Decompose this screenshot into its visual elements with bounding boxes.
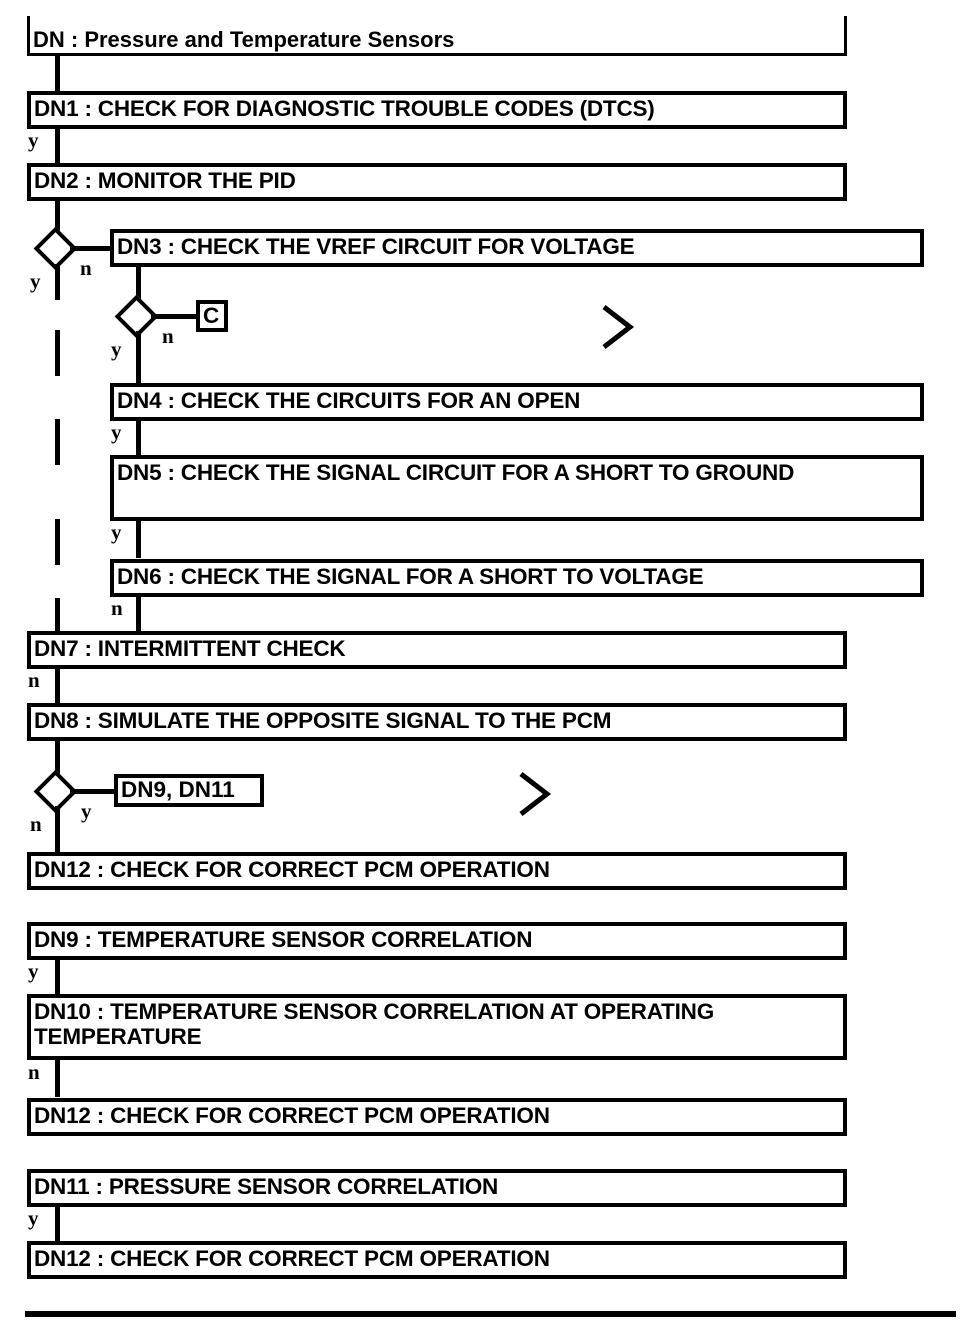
- connector-dn3-to-decision2: [136, 265, 141, 300]
- chevron-right-icon-1: [602, 305, 635, 349]
- branch-label-decision3-yes: y: [81, 799, 92, 823]
- chart-title-box: DN : Pressure and Temperature Sensors: [27, 16, 847, 56]
- connector-decision2-no-to-tag-c: [151, 314, 197, 319]
- step-label-dn6: DN6 : CHECK THE SIGNAL FOR A SHORT TO VO…: [117, 564, 704, 589]
- step-box-dn6[interactable]: DN6 : CHECK THE SIGNAL FOR A SHORT TO VO…: [110, 559, 924, 597]
- connector-decision1-no-to-dn3: [70, 246, 114, 251]
- step-box-dn2[interactable]: DN2 : MONITOR THE PID: [27, 163, 847, 201]
- branch-label-decision2-yes: y: [111, 337, 122, 361]
- branch-label-decision3-no: n: [30, 812, 42, 836]
- branch-label-dn6-no: n: [111, 596, 123, 620]
- connector-decision1-yes-stub: [55, 264, 60, 300]
- step-label-dn2: DN2 : MONITOR THE PID: [34, 168, 296, 193]
- step-label-dn1: DN1 : CHECK FOR DIAGNOSTIC TROUBLE CODES…: [34, 96, 655, 121]
- step-box-dn12-a[interactable]: DN12 : CHECK FOR CORRECT PCM OPERATION: [27, 852, 847, 890]
- step-label-dn5: DN5 : CHECK THE SIGNAL CIRCUIT FOR A SHO…: [117, 460, 795, 485]
- connector-dn6-to-dn7: [136, 595, 141, 632]
- step-label-dn7: DN7 : INTERMITTENT CHECK: [34, 636, 346, 661]
- step-box-dn11[interactable]: DN11 : PRESSURE SENSOR CORRELATION: [27, 1169, 847, 1207]
- branch-label-decision1-yes: y: [30, 269, 41, 293]
- branch-label-dn7-no: n: [28, 668, 40, 692]
- step-label-dn4: DN4 : CHECK THE CIRCUITS FOR AN OPEN: [117, 388, 581, 413]
- branch-label-dn9-yes: y: [28, 959, 39, 983]
- step-box-dn3[interactable]: DN3 : CHECK THE VREF CIRCUIT FOR VOLTAGE: [110, 229, 924, 267]
- connector-decision3-no-to-dn12a: [55, 806, 60, 853]
- connector-dn4-to-dn5: [136, 419, 141, 457]
- step-box-dn5[interactable]: DN5 : CHECK THE SIGNAL CIRCUIT FOR A SHO…: [110, 455, 924, 521]
- connector-dn2-to-decision1: [55, 199, 60, 232]
- connector-dn9-to-dn10: [55, 958, 60, 996]
- step-box-dn7[interactable]: DN7 : INTERMITTENT CHECK: [27, 631, 847, 669]
- step-label-dn12-a: DN12 : CHECK FOR CORRECT PCM OPERATION: [34, 857, 550, 882]
- branch-label-dn4-yes: y: [111, 420, 122, 444]
- footer-divider: [25, 1311, 956, 1317]
- page-title: DN : Pressure and Temperature Sensors: [33, 26, 455, 52]
- branch-label-dn10-no: n: [28, 1060, 40, 1084]
- tag-box-c[interactable]: C: [196, 300, 228, 332]
- tag-label-c: C: [203, 302, 220, 328]
- trunk-dash-1: [55, 330, 60, 376]
- branch-label-decision2-no: n: [162, 324, 174, 348]
- branch-label-dn5-yes: y: [111, 520, 122, 544]
- step-label-dn8: DN8 : SIMULATE THE OPPOSITE SIGNAL TO TH…: [34, 708, 612, 733]
- branch-label-decision1-no: n: [80, 256, 92, 280]
- step-label-dn12-b: DN12 : CHECK FOR CORRECT PCM OPERATION: [34, 1103, 550, 1128]
- step-label-dn10: DN10 : TEMPERATURE SENSOR CORRELATION AT…: [34, 999, 715, 1050]
- connector-title-to-dn1: [55, 54, 60, 94]
- step-label-dn12-c: DN12 : CHECK FOR CORRECT PCM OPERATION: [34, 1246, 550, 1271]
- trunk-dash-4: [55, 598, 60, 632]
- connector-dn10-to-dn12b: [55, 1058, 60, 1097]
- trunk-dash-2: [55, 419, 60, 465]
- connector-decision3-yes-to-tag-dn9dn11: [70, 789, 116, 794]
- step-box-dn10[interactable]: DN10 : TEMPERATURE SENSOR CORRELATION AT…: [27, 994, 847, 1060]
- tag-box-dn9-dn11[interactable]: DN9, DN11: [114, 774, 264, 807]
- connector-dn11-to-dn12c: [55, 1205, 60, 1243]
- step-label-dn9: DN9 : TEMPERATURE SENSOR CORRELATION: [34, 927, 533, 952]
- branch-label-dn11-yes: y: [28, 1206, 39, 1230]
- connector-dn1-to-dn2: [55, 127, 60, 165]
- step-box-dn9[interactable]: DN9 : TEMPERATURE SENSOR CORRELATION: [27, 922, 847, 960]
- step-box-dn4[interactable]: DN4 : CHECK THE CIRCUITS FOR AN OPEN: [110, 383, 924, 421]
- step-box-dn8[interactable]: DN8 : SIMULATE THE OPPOSITE SIGNAL TO TH…: [27, 703, 847, 741]
- step-label-dn11: DN11 : PRESSURE SENSOR CORRELATION: [34, 1174, 499, 1199]
- branch-label-dn1-yes: y: [28, 128, 39, 152]
- step-label-dn3: DN3 : CHECK THE VREF CIRCUIT FOR VOLTAGE: [117, 234, 635, 259]
- step-box-dn12-c[interactable]: DN12 : CHECK FOR CORRECT PCM OPERATION: [27, 1241, 847, 1279]
- trunk-dash-3: [55, 519, 60, 565]
- chevron-right-icon-2: [519, 772, 552, 816]
- connector-decision2-yes-to-dn4: [136, 331, 141, 384]
- step-box-dn12-b[interactable]: DN12 : CHECK FOR CORRECT PCM OPERATION: [27, 1098, 847, 1136]
- tag-label-dn9-dn11: DN9, DN11: [121, 777, 235, 803]
- connector-dn8-to-decision3: [55, 739, 60, 775]
- connector-dn7-to-dn8: [55, 667, 60, 705]
- step-box-dn1[interactable]: DN1 : CHECK FOR DIAGNOSTIC TROUBLE CODES…: [27, 91, 847, 129]
- connector-dn5-to-dn6: [136, 519, 141, 558]
